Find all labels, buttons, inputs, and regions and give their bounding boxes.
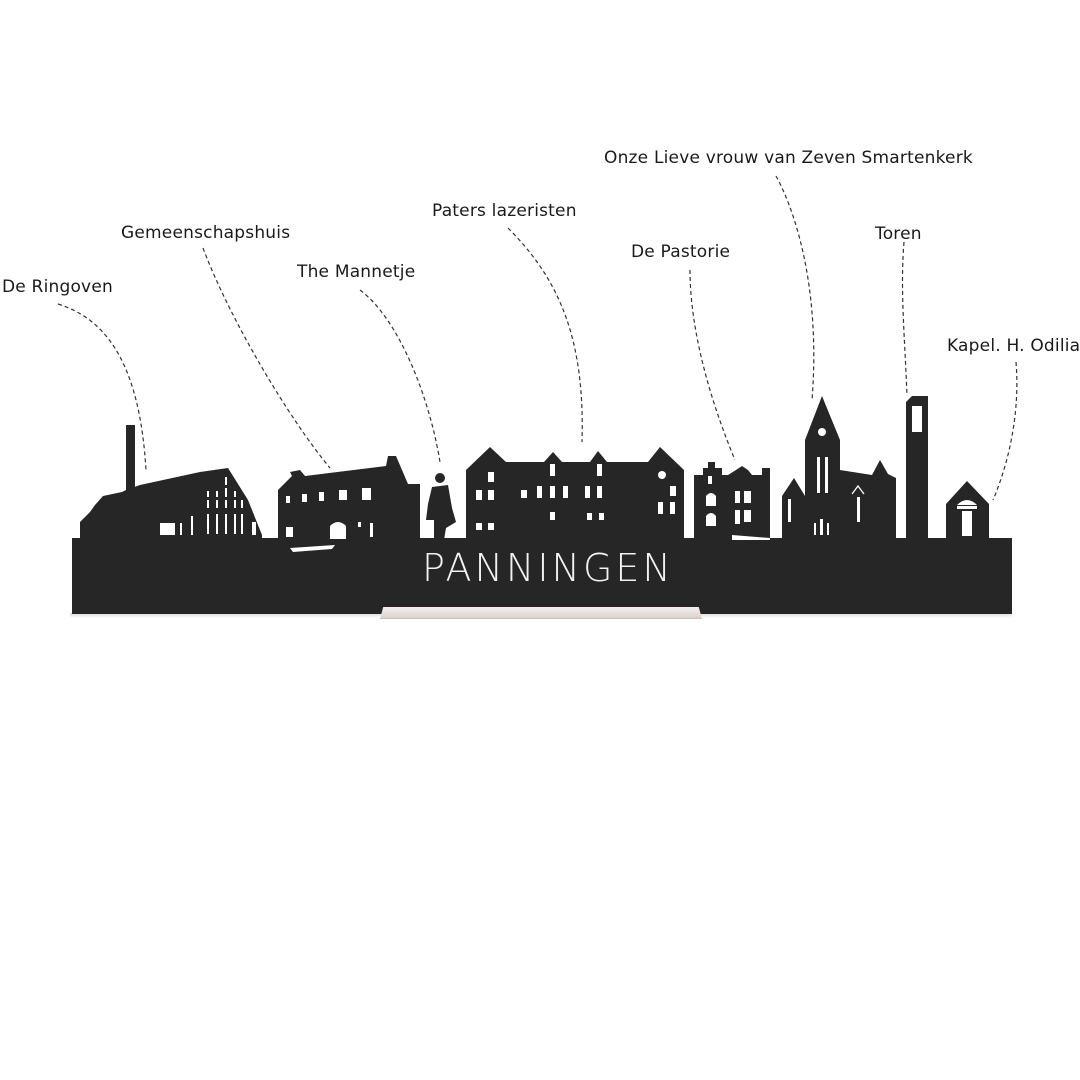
building-kapel-odilia [946, 481, 989, 540]
leader-line-toren [901, 241, 908, 397]
building-kerk [782, 396, 896, 540]
leader-lines [57, 175, 1018, 501]
leader-line-the-mannetje [359, 289, 441, 463]
landmark-label-toren: Toren [875, 224, 922, 244]
building-gemeenschapshuis [278, 456, 420, 540]
building-paters-lazeristen [466, 447, 684, 540]
landmark-label-gemeenschapshuis: Gemeenschapshuis [121, 223, 291, 243]
statue-the-mannetje [426, 473, 456, 540]
landmark-label-paters-lazeristen: Paters lazeristen [432, 201, 577, 221]
building-toren [906, 396, 928, 540]
landmark-label-kerk: Onze Lieve vrouw van Zeven Smartenkerk [604, 148, 973, 168]
landmark-label-kapel-odilia: Kapel. H. Odilia [947, 336, 1080, 356]
display-stand [380, 607, 702, 619]
city-name-text: PANNINGEN [422, 546, 674, 590]
window-cutouts [160, 406, 977, 552]
building-de-pastorie [694, 462, 770, 540]
leader-line-kapel-odilia [992, 361, 1018, 501]
landmark-label-de-ringoven: De Ringoven [2, 277, 113, 297]
landmark-label-de-pastorie: De Pastorie [631, 242, 731, 262]
landmark-label-the-mannetje: The Mannetje [297, 262, 416, 282]
leader-line-gemeenschapshuis [202, 247, 331, 469]
leader-line-kerk [775, 175, 815, 401]
leader-line-de-pastorie [689, 269, 736, 461]
base-plate [72, 538, 1012, 614]
leader-line-paters-lazeristen [507, 227, 583, 443]
